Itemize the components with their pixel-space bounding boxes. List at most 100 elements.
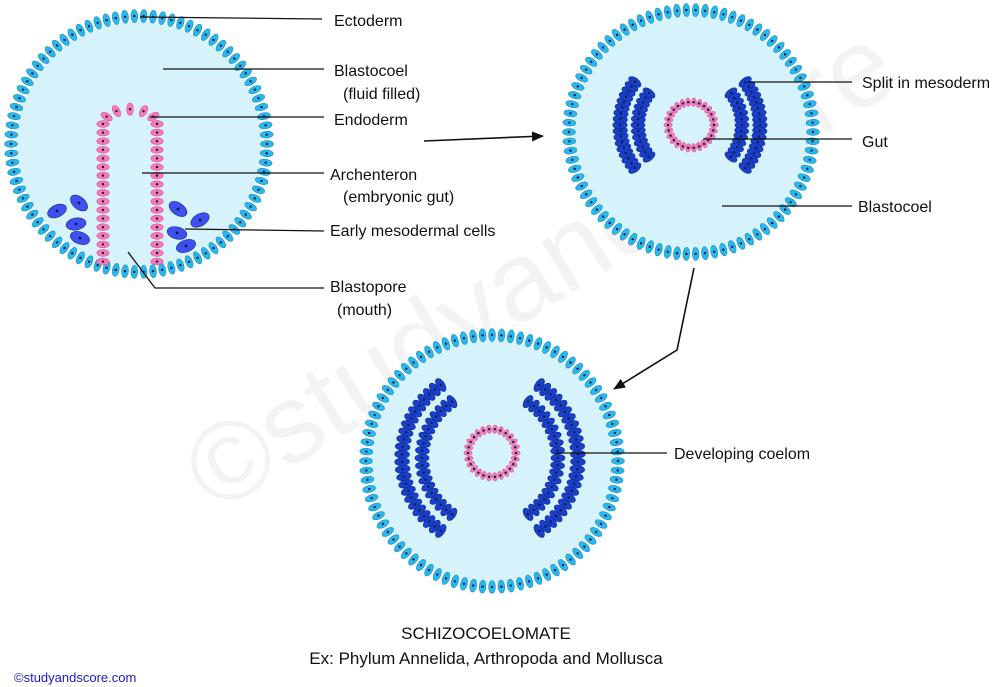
ectoderm-cell-nucleus (253, 88, 257, 91)
endoderm-cell-nucleus (101, 200, 105, 203)
ectoderm-cell-nucleus (500, 334, 503, 337)
ectoderm-layer-2 (562, 3, 820, 261)
gut-cell-nucleus (669, 113, 672, 116)
endoderm-cell-nucleus (155, 122, 159, 126)
ectoderm-cell-nucleus (794, 68, 798, 71)
gut-cell-nucleus (477, 471, 480, 474)
ectoderm-cell-nucleus (96, 21, 99, 25)
ectoderm-cell-nucleus (244, 72, 247, 75)
mesoderm-cell-nucleus (627, 157, 630, 160)
mesoderm-cell-nucleus (554, 514, 558, 518)
endoderm-cell-nucleus (155, 131, 159, 134)
leader-ectoderm (139, 16, 323, 20)
ectoderm-cell-nucleus (616, 459, 620, 463)
gut-cell-nucleus (487, 427, 491, 431)
mesoderm-cell-nucleus (729, 91, 733, 95)
ectoderm-cell-nucleus (427, 568, 431, 572)
ectoderm-cell-nucleus (123, 15, 127, 18)
mesoderm-cell-nucleus (637, 118, 640, 121)
ectoderm-cell-nucleus (249, 80, 252, 83)
ectoderm-cell-nucleus (685, 252, 688, 256)
early-mesodermal-cells (47, 194, 210, 253)
mesoderm-cell-nucleus (576, 460, 580, 463)
mesoderm-cell-nucleus (444, 508, 448, 512)
ectoderm-cell-nucleus (161, 268, 164, 272)
ectoderm-cell-nucleus (623, 233, 626, 236)
ectoderm-cell-nucleus (748, 23, 751, 27)
gut-cell-nucleus (493, 427, 497, 431)
ectoderm-cell-nucleus (373, 505, 376, 509)
label-blastopore-note: (mouth) (337, 302, 392, 319)
ectoderm-cell-nucleus (233, 57, 236, 60)
mesoderm-cell-nucleus (641, 146, 645, 149)
mesoderm-cell-nucleus (574, 438, 578, 441)
ectoderm-cell-nucleus (79, 256, 82, 260)
gut-cell-nucleus (697, 102, 701, 105)
ectoderm-cell-nucleus (48, 50, 52, 54)
mesoderm-cell-nucleus (740, 129, 743, 132)
mesoderm-cell-nucleus (570, 489, 573, 493)
early-mesodermal-cell-nucleus (176, 207, 180, 211)
ectoderm-cell-nucleus (811, 140, 814, 143)
early-mesodermal-cell-nucleus (198, 218, 202, 222)
ectoderm-cell-nucleus (253, 197, 257, 200)
ectoderm-cell-nucleus (589, 381, 592, 384)
endoderm-layer (96, 102, 164, 266)
ectoderm-cell-nucleus (739, 242, 743, 245)
mesoderm-cell-nucleus (647, 155, 651, 159)
gut-cell-nucleus (499, 429, 502, 432)
endoderm-cell-nucleus (101, 165, 105, 169)
ectoderm-cell-nucleus (569, 361, 572, 364)
ectoderm-cell-nucleus (63, 38, 66, 42)
endoderm-cell-nucleus (101, 157, 105, 160)
gut-cell-nucleus (466, 451, 470, 455)
ectoderm-cell-nucleus (590, 200, 593, 204)
ectoderm-cell-nucleus (11, 161, 14, 164)
ectoderm-cell-nucleus (770, 221, 774, 225)
ectoderm-cell-nucleus (616, 469, 619, 472)
mesoderm-cell-nucleus (556, 456, 560, 460)
ectoderm-cell-nucleus (589, 538, 592, 541)
ectoderm-cell-nucleus (545, 346, 548, 349)
ectoderm-cell-nucleus (608, 39, 612, 43)
ectoderm-cell-nucleus (595, 208, 599, 211)
ectoderm-cell-nucleus (264, 161, 267, 164)
mesoderm-cell-nucleus (754, 101, 758, 104)
ectoderm-cell-nucleus (419, 355, 423, 359)
ectoderm-cell-nucleus (386, 530, 390, 534)
ectoderm-cell-nucleus (257, 188, 260, 191)
mesoderm-cell-nucleus (413, 410, 417, 414)
gut-cell-nucleus (672, 108, 675, 111)
mesoderm-cell-nucleus (538, 383, 541, 387)
endoderm-cell-nucleus (101, 131, 105, 134)
mesoderm-cell-nucleus (743, 166, 747, 170)
ectoderm-cell-nucleus (561, 355, 565, 359)
gut-cell-nucleus (508, 435, 512, 439)
endoderm-cell-nucleus (128, 107, 132, 111)
ectoderm-cell-nucleus (631, 237, 634, 241)
mesoderm-cell-nucleus (542, 498, 546, 501)
ectoderm-cell-nucleus (114, 268, 117, 272)
ectoderm-cell-nucleus (490, 585, 494, 589)
gut-cell-nucleus (504, 432, 507, 435)
ectoderm-cell-nucleus (226, 234, 230, 238)
mesoderm-cell-nucleus (439, 503, 442, 507)
ectoderm-cell-nucleus (377, 405, 380, 408)
mesoderm-cell-nucleus (407, 489, 410, 493)
ectoderm-cell-nucleus (187, 25, 191, 28)
ectoderm-cell-nucleus (509, 335, 512, 338)
mesoderm-cell-nucleus (576, 453, 580, 456)
ectoderm-cell-nucleus (802, 176, 806, 179)
ectoderm-cell-nucleus (608, 221, 612, 225)
ectoderm-cell-nucleus (12, 114, 16, 118)
mesoderm-cell-nucleus (424, 478, 427, 481)
mesoderm-cell-nucleus (757, 112, 761, 115)
mesoderm-cell-nucleus (572, 482, 576, 485)
mesoderm-cell-nucleus (756, 141, 760, 144)
endoderm-cell-nucleus (101, 183, 105, 186)
endoderm-cell-nucleus (101, 174, 105, 177)
ectoderm-cell-nucleus (212, 38, 215, 42)
gut-cell-nucleus (467, 446, 470, 449)
ectoderm-cell-nucleus (31, 213, 34, 216)
ectoderm-cell-nucleus (31, 72, 34, 75)
